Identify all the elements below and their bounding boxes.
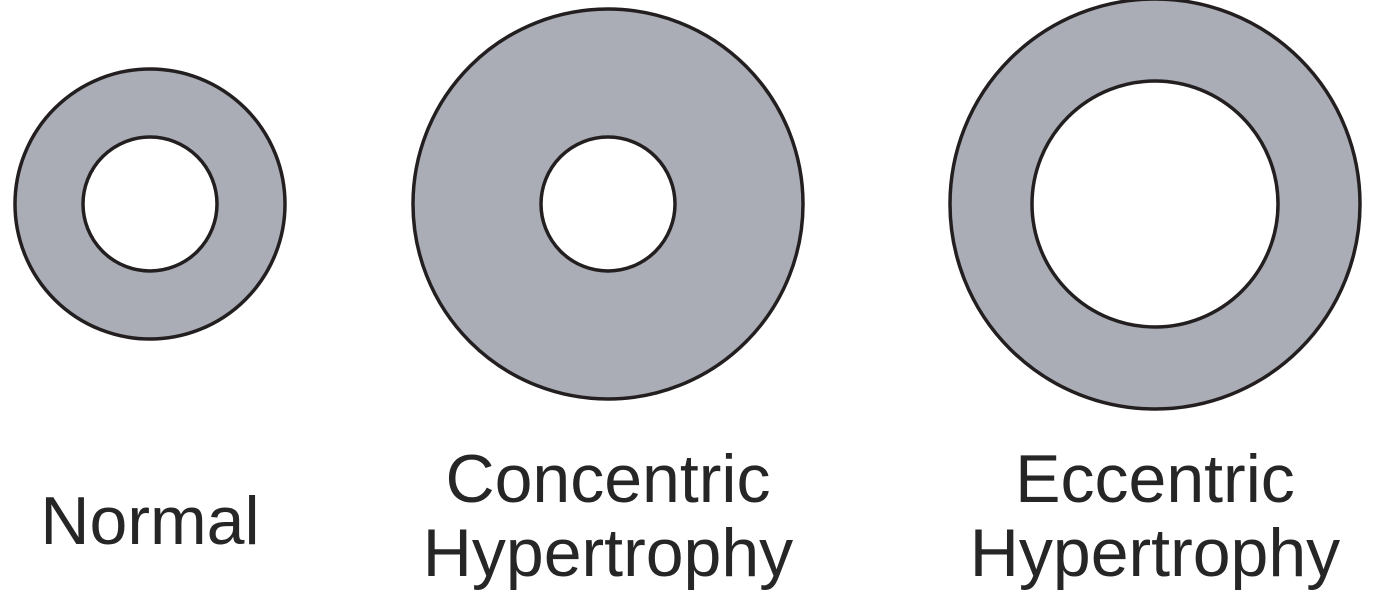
eccentric-hypertrophy-label: Eccentric Hypertrophy bbox=[955, 442, 1355, 590]
concentric-ventricle-cavity bbox=[539, 135, 677, 273]
normal-ventricle-cavity bbox=[81, 135, 219, 273]
concentric-label-line-1: Concentric bbox=[445, 441, 771, 517]
concentric-hypertrophy-cross-section bbox=[411, 7, 805, 401]
normal-label-line-1: Normal bbox=[40, 483, 260, 559]
eccentric-ventricle-cavity bbox=[1030, 79, 1280, 329]
concentric-label-line-2: Hypertrophy bbox=[422, 515, 794, 591]
normal-label: Normal bbox=[0, 484, 300, 558]
eccentric-hypertrophy-cross-section bbox=[948, 0, 1362, 411]
normal-heart-cross-section bbox=[13, 67, 287, 341]
eccentric-label-line-1: Eccentric bbox=[1015, 441, 1295, 517]
concentric-hypertrophy-label: Concentric Hypertrophy bbox=[408, 442, 808, 590]
eccentric-label-line-2: Hypertrophy bbox=[969, 515, 1341, 591]
